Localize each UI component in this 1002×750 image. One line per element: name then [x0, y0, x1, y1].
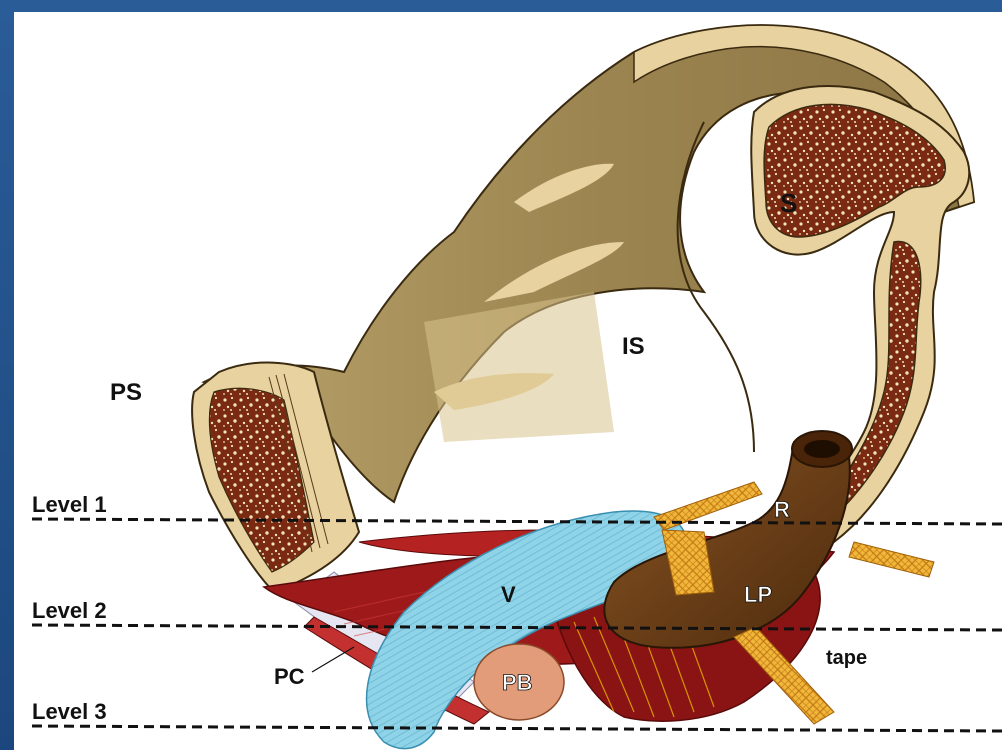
- illustration-panel: S IS PS R V LP PB PC tape Level 1 Level …: [14, 12, 1002, 750]
- label-perineal-body: PB: [502, 670, 533, 695]
- level-3-line: [32, 726, 1002, 731]
- label-level-2: Level 2: [32, 598, 107, 623]
- label-tape: tape: [826, 647, 867, 669]
- label-pubic-symphysis: PS: [110, 379, 142, 406]
- label-sacrum: S: [780, 188, 797, 218]
- label-levator-plate: LP: [744, 582, 772, 607]
- label-level-3: Level 3: [32, 699, 107, 724]
- pc-leader-line: [312, 647, 354, 672]
- label-rectum: R: [774, 497, 790, 522]
- label-ischial-spine: IS: [622, 333, 645, 360]
- pelvic-anatomy-diagram: S IS PS R V LP PB PC tape Level 1 Level …: [14, 12, 1002, 750]
- label-vagina: V: [501, 582, 516, 607]
- label-pubococcygeus: PC: [274, 664, 305, 689]
- label-level-1: Level 1: [32, 492, 107, 517]
